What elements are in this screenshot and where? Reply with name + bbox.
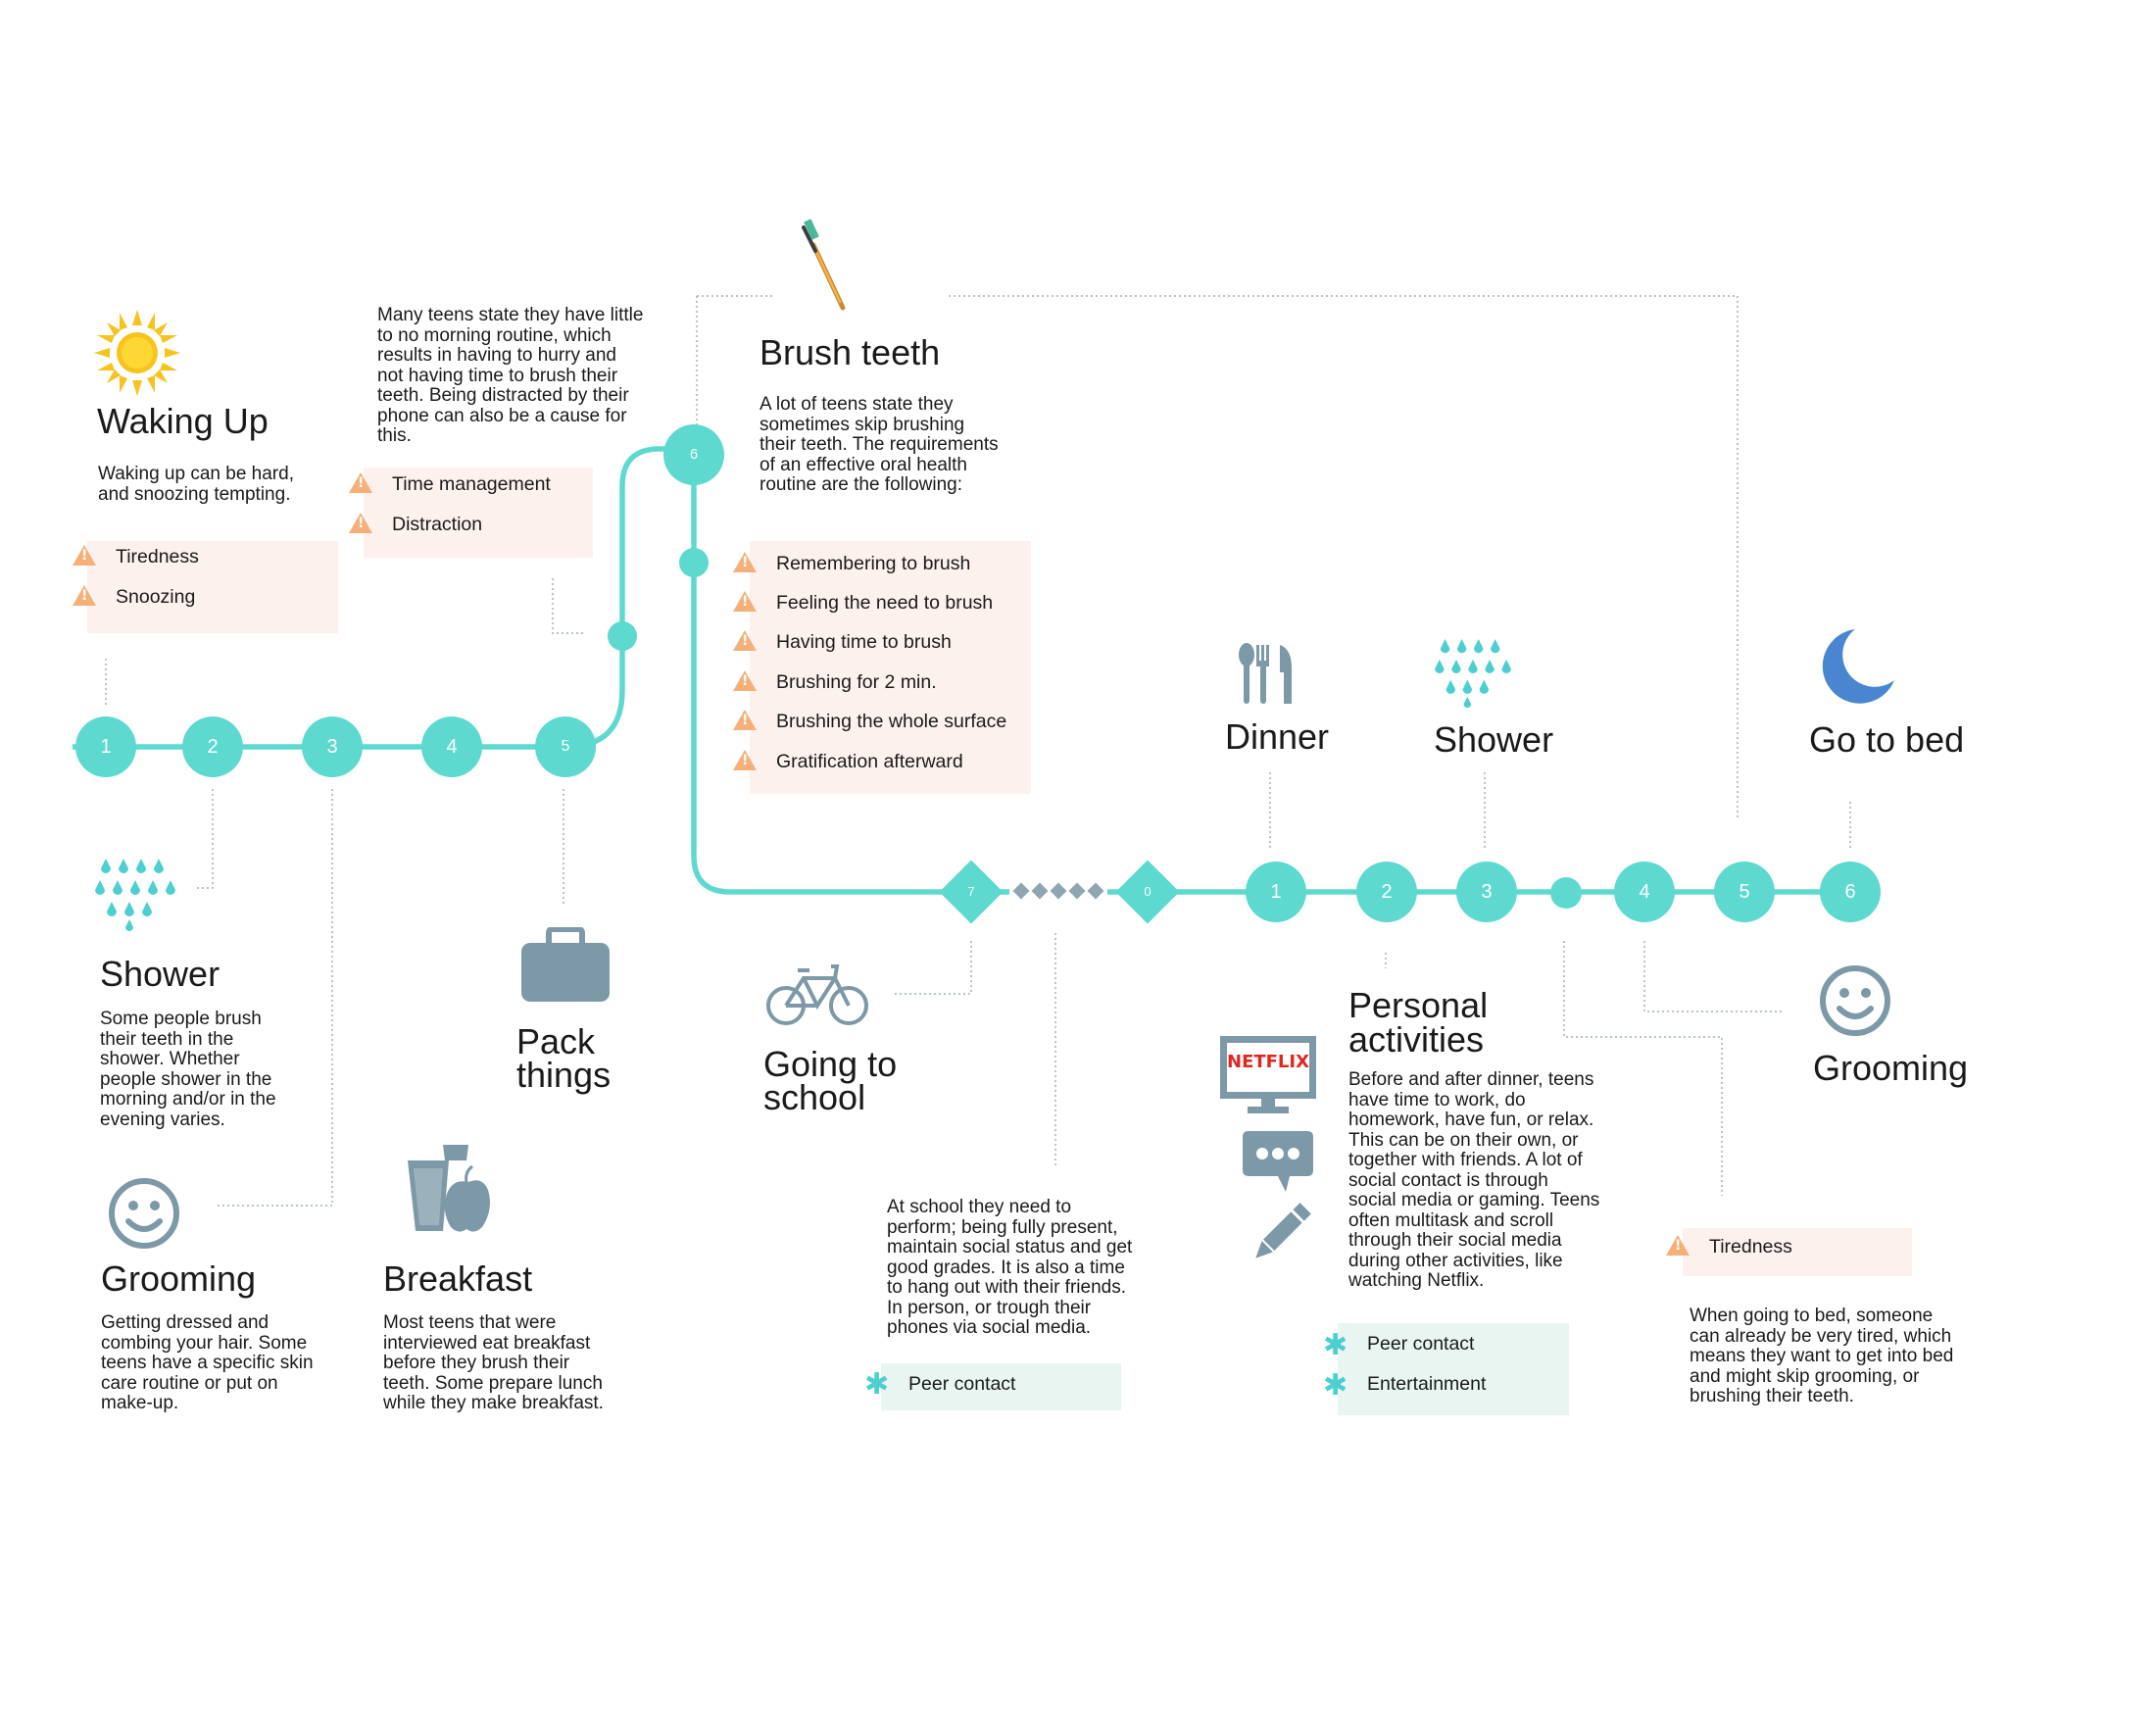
toothbrush-icon [802,219,846,311]
hurry-desc: Many teens state they have little to no … [377,305,644,446]
warning-icon [733,591,757,612]
evening-node-4[interactable]: 4 [1614,862,1675,922]
connector-lines [105,295,1851,1207]
issue-item: Tiredness [116,546,199,567]
going-to-school-title: Going to school [763,1044,898,1117]
school-desc: At school they need to perform; being fu… [887,1197,1133,1338]
go-to-bed-title: Go to bed [1809,719,1965,760]
shower-morning-desc: Some people brush their teeth in the sho… [100,1009,276,1130]
node-6[interactable]: 6 [663,424,724,485]
breakfast-title: Breakfast [383,1258,533,1299]
evening-node-5[interactable]: 5 [1714,862,1775,922]
breakfast-desc: Most teens that were interviewed eat bre… [383,1312,604,1413]
warning-icon [73,545,96,566]
issue-item: Remembering to brush [776,553,971,574]
waking-up-desc: Waking up can be hard, and snoozing temp… [98,464,294,505]
bedtime-desc: When going to bed, someone can already b… [1690,1306,1954,1406]
pencil-icon [1255,1203,1311,1258]
briefcase-icon [521,927,610,1002]
warning-icon [733,710,757,730]
warning-icon [73,585,96,606]
chat-bubble-icon [1243,1131,1313,1192]
node-2[interactable]: 2 [182,716,243,777]
warning-icon [1666,1235,1690,1256]
shower-morning-title: Shower [100,954,220,994]
node-4[interactable]: 4 [421,716,482,777]
cutlery-icon [1239,643,1292,704]
grooming-evening-title: Grooming [1813,1048,1969,1088]
moon-icon [1822,629,1894,704]
smiley-icon [109,1178,179,1249]
node-1[interactable]: 1 [75,716,136,777]
journey-path-school [691,449,1877,895]
waking-up-issues [87,541,338,633]
node-diamond-7-label: 7 [967,884,975,899]
node-small-hurry[interactable] [608,621,637,651]
issue-item: Tiredness [1709,1236,1792,1258]
node-diamond-0-label: 0 [1144,884,1152,899]
bicycle-icon [766,964,868,1025]
issue-item: Brushing for 2 min. [776,671,937,693]
tv-icon [1220,1036,1316,1113]
netflix-logo: NETFLIX [1227,1052,1309,1072]
brush-teeth-desc: A lot of teens state they sometimes skip… [760,394,999,495]
issue-item: Brushing the whole surface [776,711,1007,732]
grooming-morning-desc: Getting dressed and combing your hair. S… [101,1312,314,1413]
personal-activities-positives [1338,1323,1569,1415]
issue-item: Snoozing [116,586,196,608]
breakfast-icon [408,1145,490,1232]
brush-teeth-title: Brush teeth [760,332,941,372]
shower-evening-title: Shower [1434,719,1554,760]
issue-item: Gratification afterward [776,751,963,772]
warning-icon [733,750,757,770]
node-3[interactable]: 3 [302,716,363,777]
issue-item: Having time to brush [776,631,952,653]
pack-things-title: Pack things [516,1021,612,1095]
personal-activities-desc: Before and after dinner, teens have time… [1348,1069,1600,1291]
hurry-issues [364,468,593,558]
evening-node-small[interactable] [1550,877,1582,909]
positive-item: Entertainment [1367,1373,1487,1395]
positive-item: Peer contact [1367,1333,1475,1355]
node-5[interactable]: 5 [535,716,596,777]
warning-icon [733,630,757,651]
warning-icon [733,552,757,572]
grooming-morning-title: Grooming [101,1258,257,1299]
warning-icon [733,670,757,691]
dinner-title: Dinner [1225,716,1330,757]
personal-activities-title: Personal activities [1348,985,1489,1060]
warning-icon [349,513,372,533]
asterisk-icon: ✱ [1323,1328,1348,1362]
evening-node-6[interactable]: 6 [1820,862,1881,922]
node-small-brush[interactable] [679,548,709,577]
water-drops-icon [95,859,175,931]
brush-teeth-issues [750,541,1031,794]
warning-icon [349,472,372,493]
evening-node-2[interactable]: 2 [1356,862,1417,922]
smiley-icon [1820,965,1890,1036]
evening-node-1[interactable]: 1 [1246,862,1306,922]
issue-item: Time management [392,473,551,495]
water-drops-icon [1435,639,1511,709]
school-positives [881,1363,1121,1410]
sun-icon [94,310,180,396]
asterisk-icon: ✱ [864,1367,890,1402]
evening-node-3[interactable]: 3 [1456,862,1517,922]
waking-up-title: Waking Up [97,401,269,441]
issue-item: Distraction [392,514,483,535]
bedtime-issues [1683,1228,1912,1276]
positive-item: Peer contact [908,1373,1016,1395]
asterisk-icon: ✱ [1323,1368,1348,1403]
issue-item: Feeling the need to brush [776,592,994,614]
